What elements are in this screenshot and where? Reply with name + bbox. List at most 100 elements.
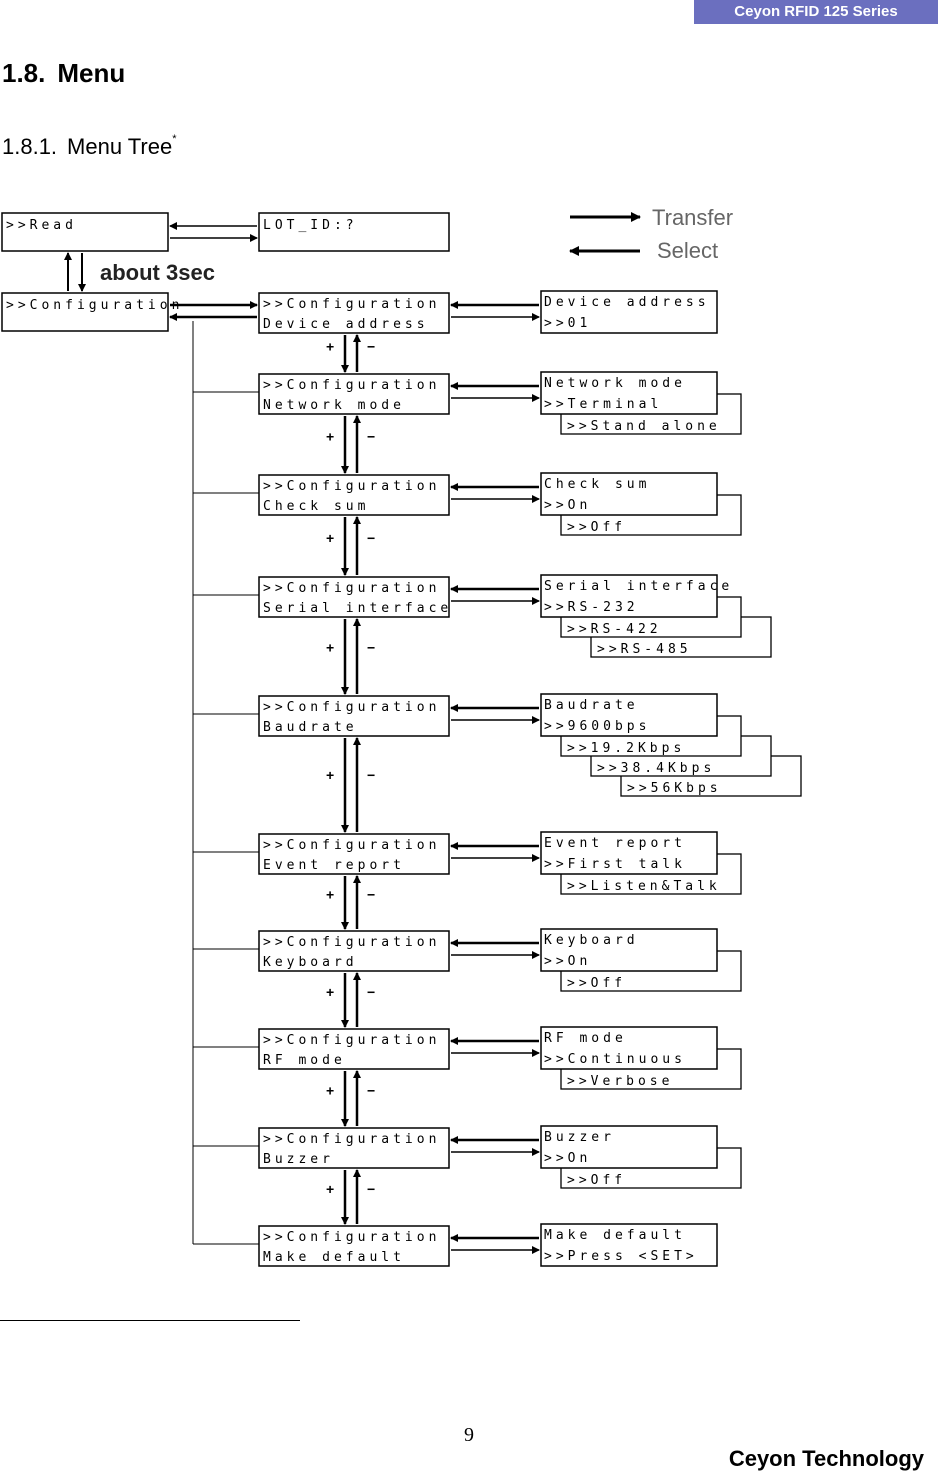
menu-9-option-current: >>On bbox=[544, 1151, 591, 1166]
menu-2-option-1: >>Stand alone bbox=[567, 419, 721, 434]
menu-6-minus-label: − bbox=[367, 887, 375, 903]
menu-9-option-title: Buzzer bbox=[544, 1130, 615, 1145]
menu-9-config-line1: >>Configuration bbox=[263, 1132, 440, 1147]
footnote-separator bbox=[0, 1320, 300, 1321]
lot-id-box bbox=[258, 212, 450, 252]
menu-3-config-line2: Check sum bbox=[263, 499, 369, 514]
menu-6-plus-label: + bbox=[326, 887, 334, 903]
section-number: 1.8. bbox=[2, 58, 46, 88]
menu-2-minus-label: − bbox=[367, 428, 375, 444]
menu-10-option-title: Make default bbox=[544, 1228, 686, 1243]
menu-3-config-box bbox=[258, 474, 450, 516]
menu-8-plus-label: + bbox=[326, 1083, 334, 1099]
menu-4-option-1: >>RS-422 bbox=[567, 622, 662, 637]
company-name: Ceyon Technology bbox=[728, 1446, 924, 1471]
menu-1-plus-label: + bbox=[326, 338, 334, 354]
menu-7-minus-label: − bbox=[367, 984, 375, 1000]
menu-6-option-1: >>Listen&Talk bbox=[567, 879, 721, 894]
menu-6-option-current: >>First talk bbox=[544, 857, 686, 872]
menu-7-plus-label: + bbox=[326, 984, 334, 1000]
menu-2-option-title: Network mode bbox=[544, 376, 686, 391]
menu-6-config-box bbox=[258, 833, 450, 875]
section-heading: 1.8. Menu bbox=[2, 58, 125, 89]
menu-4-config-line2: Serial interface bbox=[263, 601, 452, 616]
menu-1-config-line1: >>Configuration bbox=[263, 297, 440, 312]
configuration-box bbox=[1, 292, 169, 332]
configuration-box-label: >>Configuration bbox=[6, 298, 183, 313]
menu-9-config-line2: Buzzer bbox=[263, 1152, 334, 1167]
menu-3-config-line1: >>Configuration bbox=[263, 479, 440, 494]
menu-4-minus-label: − bbox=[367, 640, 375, 656]
menu-tree-diagram: Transfer Select >>Read LOT_ID:? about 3s… bbox=[1, 205, 802, 1267]
menu-7-config-box bbox=[258, 930, 450, 972]
menu-7-option-box bbox=[540, 928, 718, 972]
menu-10-config-line2: Make default bbox=[263, 1250, 405, 1265]
menu-4-option-current: >>RS-232 bbox=[544, 600, 639, 615]
menu-3-option-box bbox=[540, 472, 718, 516]
subsection-heading: 1.8.1. Menu Tree* bbox=[2, 132, 177, 160]
menu-8-config-box bbox=[258, 1028, 450, 1070]
menu-4-option-title: Serial interface bbox=[544, 579, 733, 594]
menu-10-option-current: >>Press <SET> bbox=[544, 1249, 698, 1264]
menu-7-option-title: Keyboard bbox=[544, 933, 639, 948]
subsection-number: 1.8.1. bbox=[2, 134, 58, 159]
menu-7-config-line1: >>Configuration bbox=[263, 935, 440, 950]
menu-5-config-box bbox=[258, 695, 450, 737]
menu-8-option-box bbox=[540, 1026, 718, 1070]
menu-9-config-box bbox=[258, 1127, 450, 1169]
menu-6-config-line1: >>Configuration bbox=[263, 838, 440, 853]
menu-8-option-current: >>Continuous bbox=[544, 1052, 686, 1067]
menu-5-plus-label: + bbox=[326, 767, 334, 783]
menu-1-config-line2: Device address bbox=[263, 317, 429, 332]
menu-2-plus-label: + bbox=[326, 428, 334, 444]
menu-8-option-1: >>Verbose bbox=[567, 1074, 673, 1089]
menu-8-option-title: RF mode bbox=[544, 1031, 627, 1046]
menu-5-option-3: >>56Kbps bbox=[627, 781, 722, 796]
menu-3-minus-label: − bbox=[367, 530, 375, 546]
menu-5-option-current: >>9600bps bbox=[544, 719, 650, 734]
menu-6-option-title: Event report bbox=[544, 836, 686, 851]
read-box bbox=[1, 212, 169, 252]
menu-4-option-2: >>RS-485 bbox=[597, 642, 692, 657]
menu-3-option-title: Check sum bbox=[544, 477, 650, 492]
menu-1-minus-label: − bbox=[367, 338, 375, 354]
page-number: 9 bbox=[464, 1424, 474, 1446]
read-box-label: >>Read bbox=[6, 218, 77, 233]
menu-1-option-box bbox=[540, 290, 718, 334]
menu-4-option-box bbox=[540, 574, 718, 618]
legend-transfer: Transfer bbox=[652, 205, 733, 230]
about-3sec-label: about 3sec bbox=[100, 260, 215, 285]
menu-4-config-box bbox=[258, 576, 450, 618]
menu-3-plus-label: + bbox=[326, 530, 334, 546]
menu-8-config-line1: >>Configuration bbox=[263, 1033, 440, 1048]
menu-2-config-line1: >>Configuration bbox=[263, 378, 440, 393]
menu-7-option-1: >>Off bbox=[567, 976, 626, 991]
menu-5-minus-label: − bbox=[367, 767, 375, 783]
subsection-title: Menu Tree bbox=[67, 134, 173, 159]
menu-7-option-current: >>On bbox=[544, 954, 591, 969]
menu-9-option-box bbox=[540, 1125, 718, 1169]
menu-6-option-box bbox=[540, 831, 718, 875]
lot-id-label: LOT_ID:? bbox=[263, 218, 358, 233]
menu-4-plus-label: + bbox=[326, 640, 334, 656]
menu-8-config-line2: RF mode bbox=[263, 1053, 346, 1068]
menu-5-config-line2: Baudrate bbox=[263, 720, 358, 735]
menu-1-option-title: Device address bbox=[544, 295, 710, 310]
menu-3-option-current: >>On bbox=[544, 498, 591, 513]
menu-5-option-2: >>38.4Kbps bbox=[597, 761, 715, 776]
menu-7-config-line2: Keyboard bbox=[263, 955, 358, 970]
menu-5-option-title: Baudrate bbox=[544, 698, 639, 713]
menu-6-config-line2: Event report bbox=[263, 858, 405, 873]
menu-9-plus-label: + bbox=[326, 1181, 334, 1197]
menu-9-option-1: >>Off bbox=[567, 1173, 626, 1188]
footnote-mark: * bbox=[172, 132, 177, 145]
menu-2-config-line2: Network mode bbox=[263, 398, 405, 413]
series-header-badge: Ceyon RFID 125 Series bbox=[694, 0, 938, 24]
legend-select: Select bbox=[657, 238, 718, 263]
menu-1-config-box bbox=[258, 292, 450, 334]
menu-3-option-1: >>Off bbox=[567, 520, 626, 535]
menu-5-config-line1: >>Configuration bbox=[263, 700, 440, 715]
menu-2-option-current: >>Terminal bbox=[544, 397, 662, 412]
section-title: Menu bbox=[57, 58, 126, 88]
